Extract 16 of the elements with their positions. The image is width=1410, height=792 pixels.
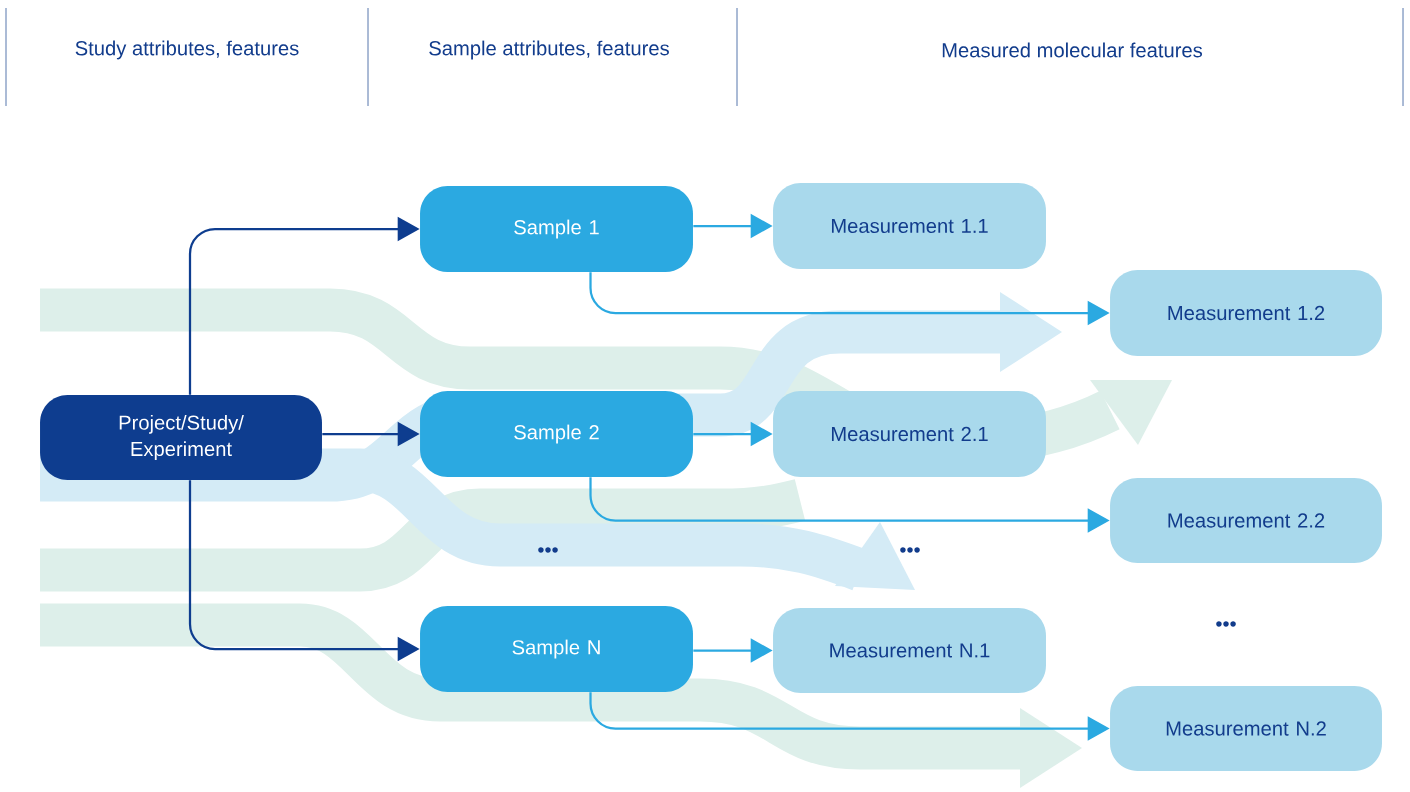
ellipsis: ••• bbox=[538, 547, 558, 553]
sample-box: Sample N bbox=[420, 606, 693, 692]
measurement-box: Measurement N.2 bbox=[1110, 686, 1382, 771]
measurement-box: Measurement 2.2 bbox=[1110, 478, 1382, 563]
sample-box: Sample 2 bbox=[420, 391, 693, 477]
measurement-box: Measurement 2.1 bbox=[773, 391, 1046, 477]
column-header: Study attributes, features bbox=[75, 40, 299, 60]
sample-box: Sample 1 bbox=[420, 186, 693, 272]
column-header: Measured molecular features bbox=[942, 42, 1203, 58]
measurement-box: Measurement N.1 bbox=[773, 608, 1046, 693]
root-box: Project/Study/ Experiment bbox=[40, 395, 322, 480]
measurement-box: Measurement 1.2 bbox=[1110, 270, 1382, 356]
ellipsis: ••• bbox=[1216, 621, 1236, 627]
column-header: Sample attributes, features bbox=[429, 40, 669, 60]
ellipsis: ••• bbox=[900, 547, 920, 553]
measurement-box: Measurement 1.1 bbox=[773, 183, 1046, 269]
